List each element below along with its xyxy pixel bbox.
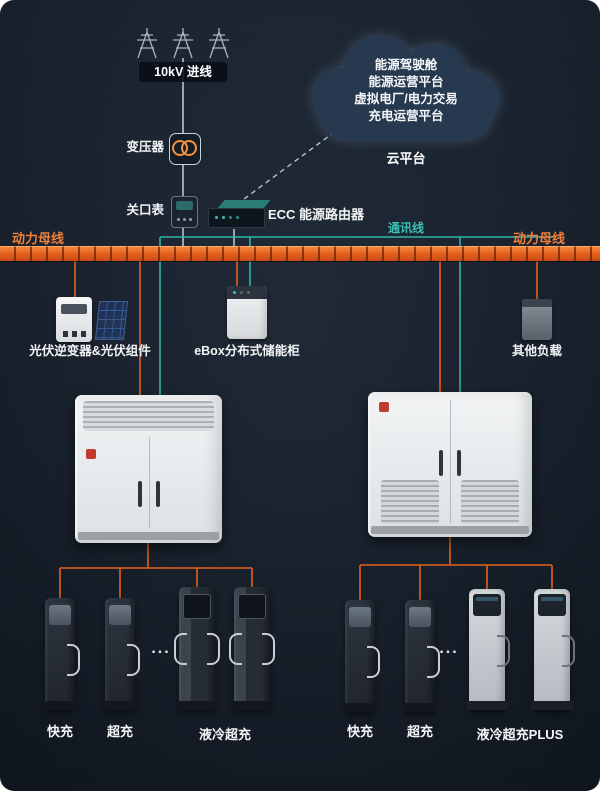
comm-line-label: 通讯线 (388, 221, 425, 235)
transmission-towers-icon (137, 28, 229, 59)
charging-pile-super-right (402, 600, 440, 712)
cabinet-vent-grille (83, 401, 214, 431)
cloud-shape (313, 30, 499, 148)
cabinet-door-handle (439, 450, 443, 476)
cloud-service-item: 能源运营平台 (368, 75, 444, 89)
power-bus-label-left: 动力母线 (12, 231, 65, 246)
cloud-service-item: 充电运营平台 (368, 109, 444, 123)
transformer-coil (181, 140, 197, 156)
ecc-router-icon (208, 199, 271, 228)
ebox-label: eBox分布式储能柜 (194, 344, 300, 358)
cloud-service-item: 能源驾驶舱 (374, 58, 438, 72)
brand-logo (86, 449, 96, 459)
router-front-face (208, 208, 265, 228)
charger-label-super-right: 超充 (406, 724, 433, 739)
charging-pile-liquid-left-2 (229, 587, 275, 710)
gateway-meter-icon (171, 196, 198, 228)
cloud-platform-label: 云平台 (386, 151, 426, 166)
pv-module-icon (94, 301, 129, 340)
charging-pile-liquid-left-1 (174, 587, 220, 710)
cabinet-vent-grille (381, 480, 439, 524)
power-bus-label-right: 动力母线 (513, 231, 566, 246)
pv-label: 光伏逆变器&光伏组件 (29, 344, 151, 358)
incoming-line-label: 10kV 进线 (139, 62, 227, 82)
ellipsis-left: ... (151, 640, 171, 657)
charger-label-liquid-plus-right: 液冷超充PLUS (476, 727, 564, 742)
cabinet-door-handle (457, 450, 461, 476)
transformer-icon (169, 133, 201, 165)
charging-pile-plus-right-2 (531, 589, 575, 710)
charger-label-fast-left: 快充 (46, 724, 73, 739)
ebox-storage-icon (227, 286, 267, 339)
charger-label-super-left: 超充 (106, 724, 133, 739)
charging-pile-super-left (102, 598, 140, 710)
cabinet-vent-grille (461, 480, 519, 524)
charging-pile-plus-right-1 (466, 589, 510, 710)
gateway-meter-label: 关口表 (126, 203, 164, 217)
cloud-service-list: 能源驾驶舱 能源运营平台 虚拟电厂/电力交易 充电运营平台 (313, 57, 499, 125)
host-cabinet-right (368, 392, 532, 537)
power-bus (0, 246, 600, 261)
transformer-label: 变压器 (126, 140, 164, 154)
charger-label-liquid-left: 液冷超充 (198, 727, 251, 742)
cloud-service-item: 虚拟电厂/电力交易 (354, 92, 458, 106)
cabinet-door-handle (137, 481, 142, 507)
charging-pile-fast-right (342, 600, 380, 712)
other-load-icon (522, 299, 552, 340)
other-load-label: 其他负载 (511, 344, 562, 358)
ellipsis-right: ... (439, 640, 459, 657)
ecc-router-label: ECC 能源路由器 (268, 207, 365, 222)
pv-inverter-icon (56, 297, 92, 342)
charger-label-fast-right: 快充 (346, 724, 373, 739)
cabinet-door-handle (155, 481, 160, 507)
charging-pile-fast-left (42, 598, 80, 710)
brand-logo (379, 402, 389, 412)
host-cabinet-left (75, 395, 222, 543)
